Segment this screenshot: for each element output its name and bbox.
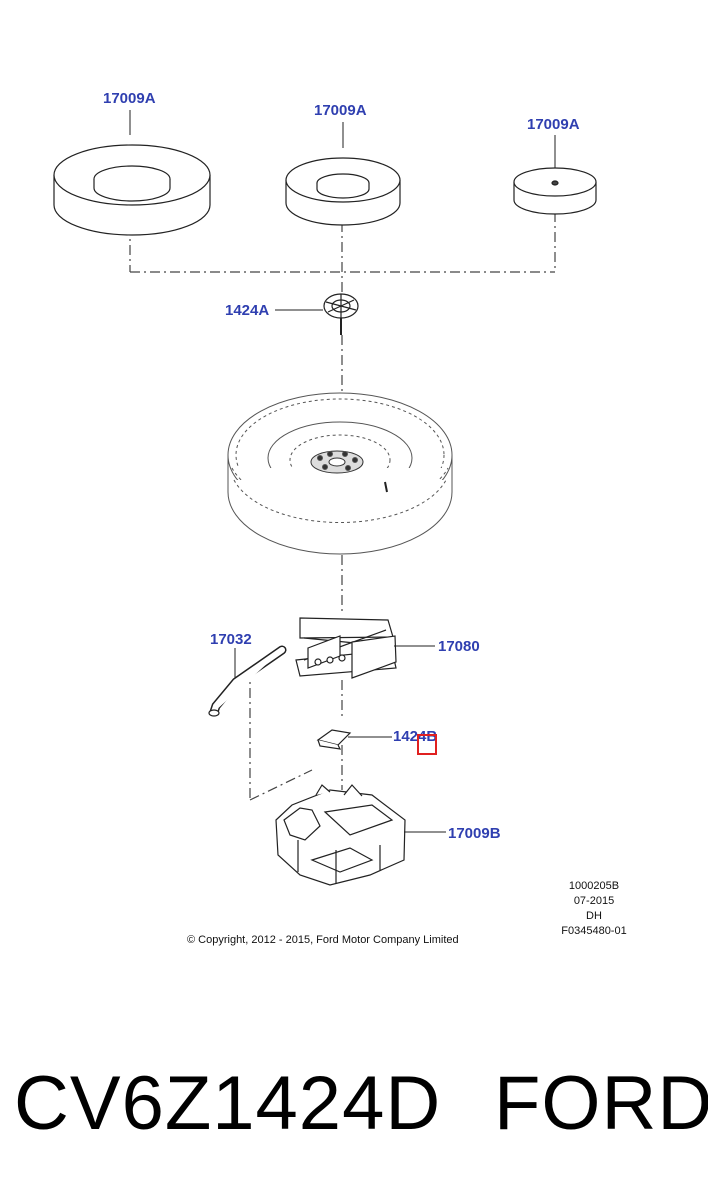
diagram-meta: 1000205B 07-2015 DH F0345480-01 xyxy=(548,879,640,939)
meta-initials: DH xyxy=(586,910,602,922)
callout-17009a-large[interactable]: 17009A xyxy=(103,90,156,107)
callout-17080[interactable]: 17080 xyxy=(438,638,480,655)
scissor-jack-part xyxy=(295,617,397,679)
meta-date: 07-2015 xyxy=(573,895,615,907)
storage-tray-part xyxy=(275,784,406,886)
meta-code: 1000205B xyxy=(568,880,620,892)
callout-17032[interactable]: 17032 xyxy=(210,631,252,648)
copyright-text: © Copyright, 2012 - 2015, Ford Motor Com… xyxy=(187,934,459,946)
small-foam-pad xyxy=(513,167,597,215)
callout-1424a[interactable]: 1424A xyxy=(225,302,270,319)
footer-banner: CV6Z1424D FORD xyxy=(0,1040,708,1170)
exploded-parts-diagram xyxy=(53,110,597,886)
brand-name: FORD xyxy=(494,1061,708,1146)
spare-wheel xyxy=(227,392,453,555)
callout-1424b[interactable]: 1424B xyxy=(393,728,438,745)
part-number: CV6Z1424D xyxy=(14,1061,442,1146)
assembly-lines xyxy=(129,212,556,801)
callout-17009b[interactable]: 17009B xyxy=(448,825,501,842)
callout-17009a-medium[interactable]: 17009A xyxy=(314,102,367,119)
selected-part-highlight xyxy=(417,734,437,755)
medium-foam-pad xyxy=(285,157,401,226)
large-foam-pad xyxy=(53,144,211,236)
callout-17009a-small[interactable]: 17009A xyxy=(527,116,580,133)
meta-reference: F0345480-01 xyxy=(561,925,627,937)
bracket-part xyxy=(316,729,352,750)
retainer-bolt-part xyxy=(323,293,359,335)
leader-lines xyxy=(129,110,556,833)
jack-handle-part xyxy=(208,645,287,717)
